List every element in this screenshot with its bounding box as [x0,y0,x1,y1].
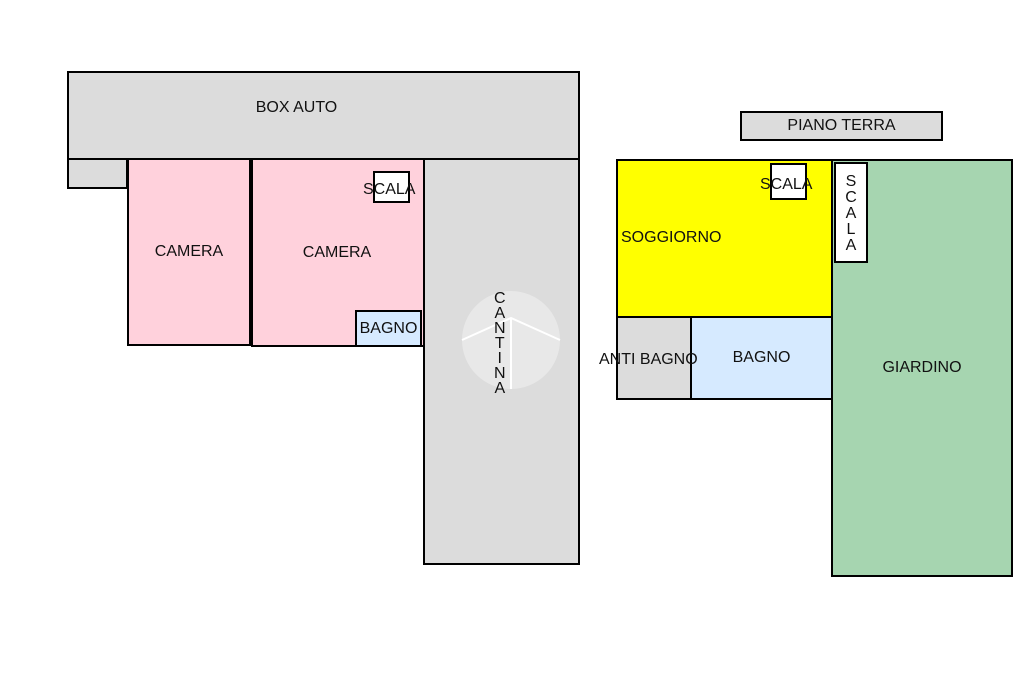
camera-room-1: CAMERA [127,158,251,346]
cantina-letter: N [494,320,506,337]
box-auto-label: BOX AUTO [255,99,338,116]
anti-bagno-label: ANTI BAGNO [599,351,698,368]
bagno-label-basement: BAGNO [359,319,418,337]
box-auto-corner [67,158,128,189]
bagno-label-ground: BAGNO [732,349,791,366]
scala-box-ground [770,163,807,200]
cantina-letter: I [497,350,502,367]
scala-letter: S [845,173,857,190]
box-auto-room: BOX AUTO [67,71,580,160]
piano-terra-title-box: PIANO TERRA [740,111,943,141]
scala-letter: L [846,221,856,238]
cantina-label: C A N T I N A [494,290,506,397]
watermark-icon [461,291,561,389]
cantina-letter: N [494,365,506,382]
scala-vertical-label: S C A L A [845,174,857,254]
piano-terra-title: PIANO TERRA [787,117,896,134]
scala-label-basement: SCALA [363,181,416,198]
cantina-letter: C [494,290,506,307]
scala-letter: A [845,205,857,222]
giardino-label: GIARDINO [882,359,962,376]
camera-label-1: CAMERA [154,243,224,260]
scala-letter: C [845,189,857,206]
bagno-room-ground: BAGNO [690,316,833,400]
scala-box-basement [373,171,410,203]
cantina-letter: T [494,335,505,352]
scala-letter: A [845,237,857,254]
scala-vertical-box: S C A L A [834,162,868,263]
bagno-room-basement: BAGNO [355,310,422,347]
camera-label-2: CAMERA [302,243,372,261]
scala-label-ground: SCALA [760,176,813,193]
soggiorno-label: SOGGIORNO [621,228,722,246]
cantina-letter: A [494,380,506,397]
cantina-letter: A [494,305,506,322]
